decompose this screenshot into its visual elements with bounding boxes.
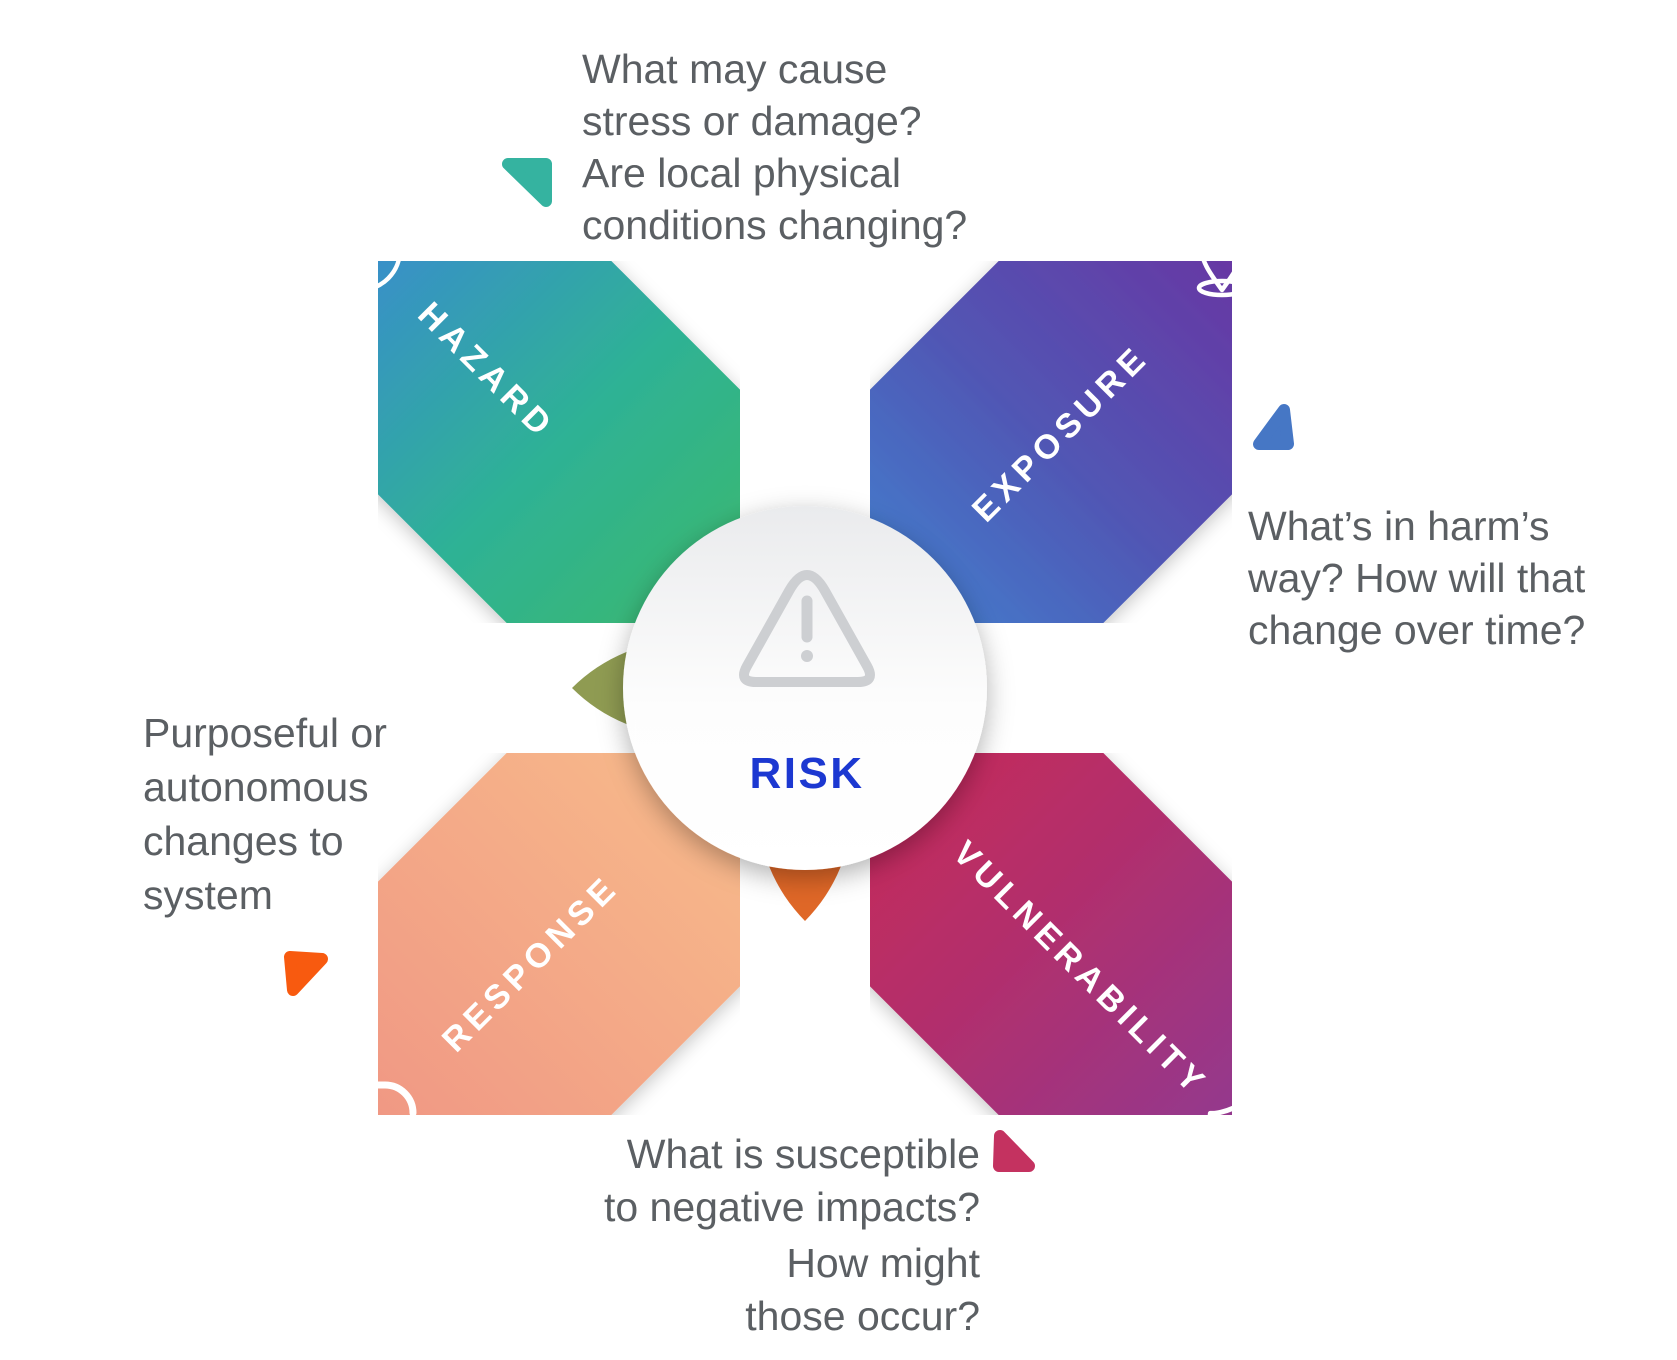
annotation-line: change over time?: [1248, 607, 1585, 653]
exclamation-circle-icon: [317, 207, 403, 293]
annotation-line: How might: [786, 1240, 980, 1286]
annotation-line: way? How will that: [1247, 555, 1586, 601]
annotation-line: Are local physical: [582, 150, 901, 196]
warning-triangle-icon: [739, 570, 875, 687]
annotation-line: those occur?: [745, 1293, 980, 1339]
location-pin-icon: [1196, 222, 1248, 298]
vulnerability-marker: [993, 1130, 1035, 1172]
response-marker: [284, 951, 328, 996]
annotation-line: system: [143, 872, 273, 918]
sync-icon: [345, 1069, 417, 1153]
annotation-line: autonomous: [143, 764, 369, 810]
annotation-line: conditions changing?: [582, 202, 967, 248]
risk-circle: [623, 506, 987, 870]
exposure-annotation: What’s in harm’s way? How will that chan…: [1247, 503, 1586, 653]
vulnerability-pill: [757, 640, 1345, 1228]
risk-label: RISK: [749, 749, 864, 798]
annotation-line: changes to: [143, 818, 344, 864]
exposure-pill: [757, 148, 1345, 736]
response-annotation: Purposeful or autonomous changes to syst…: [143, 710, 387, 918]
exposure-marker: [1253, 404, 1294, 450]
broken-shield-icon: [1207, 1105, 1257, 1169]
response-pill: [265, 640, 853, 1228]
annotation-line: What may cause: [582, 46, 887, 92]
hazard-annotation: What may cause stress or damage? Are loc…: [582, 46, 967, 248]
hazard-pill: [265, 148, 853, 736]
annotation-line: What is susceptible: [627, 1131, 980, 1177]
annotation-line: stress or damage?: [582, 98, 922, 144]
annotation-line: to negative impacts?: [604, 1184, 980, 1230]
hazard-marker: [502, 158, 552, 207]
annotation-line: What’s in harm’s: [1248, 503, 1550, 549]
annotation-line: Purposeful or: [143, 710, 387, 756]
vulnerability-annotation: What is susceptible to negative impacts?…: [604, 1131, 981, 1339]
